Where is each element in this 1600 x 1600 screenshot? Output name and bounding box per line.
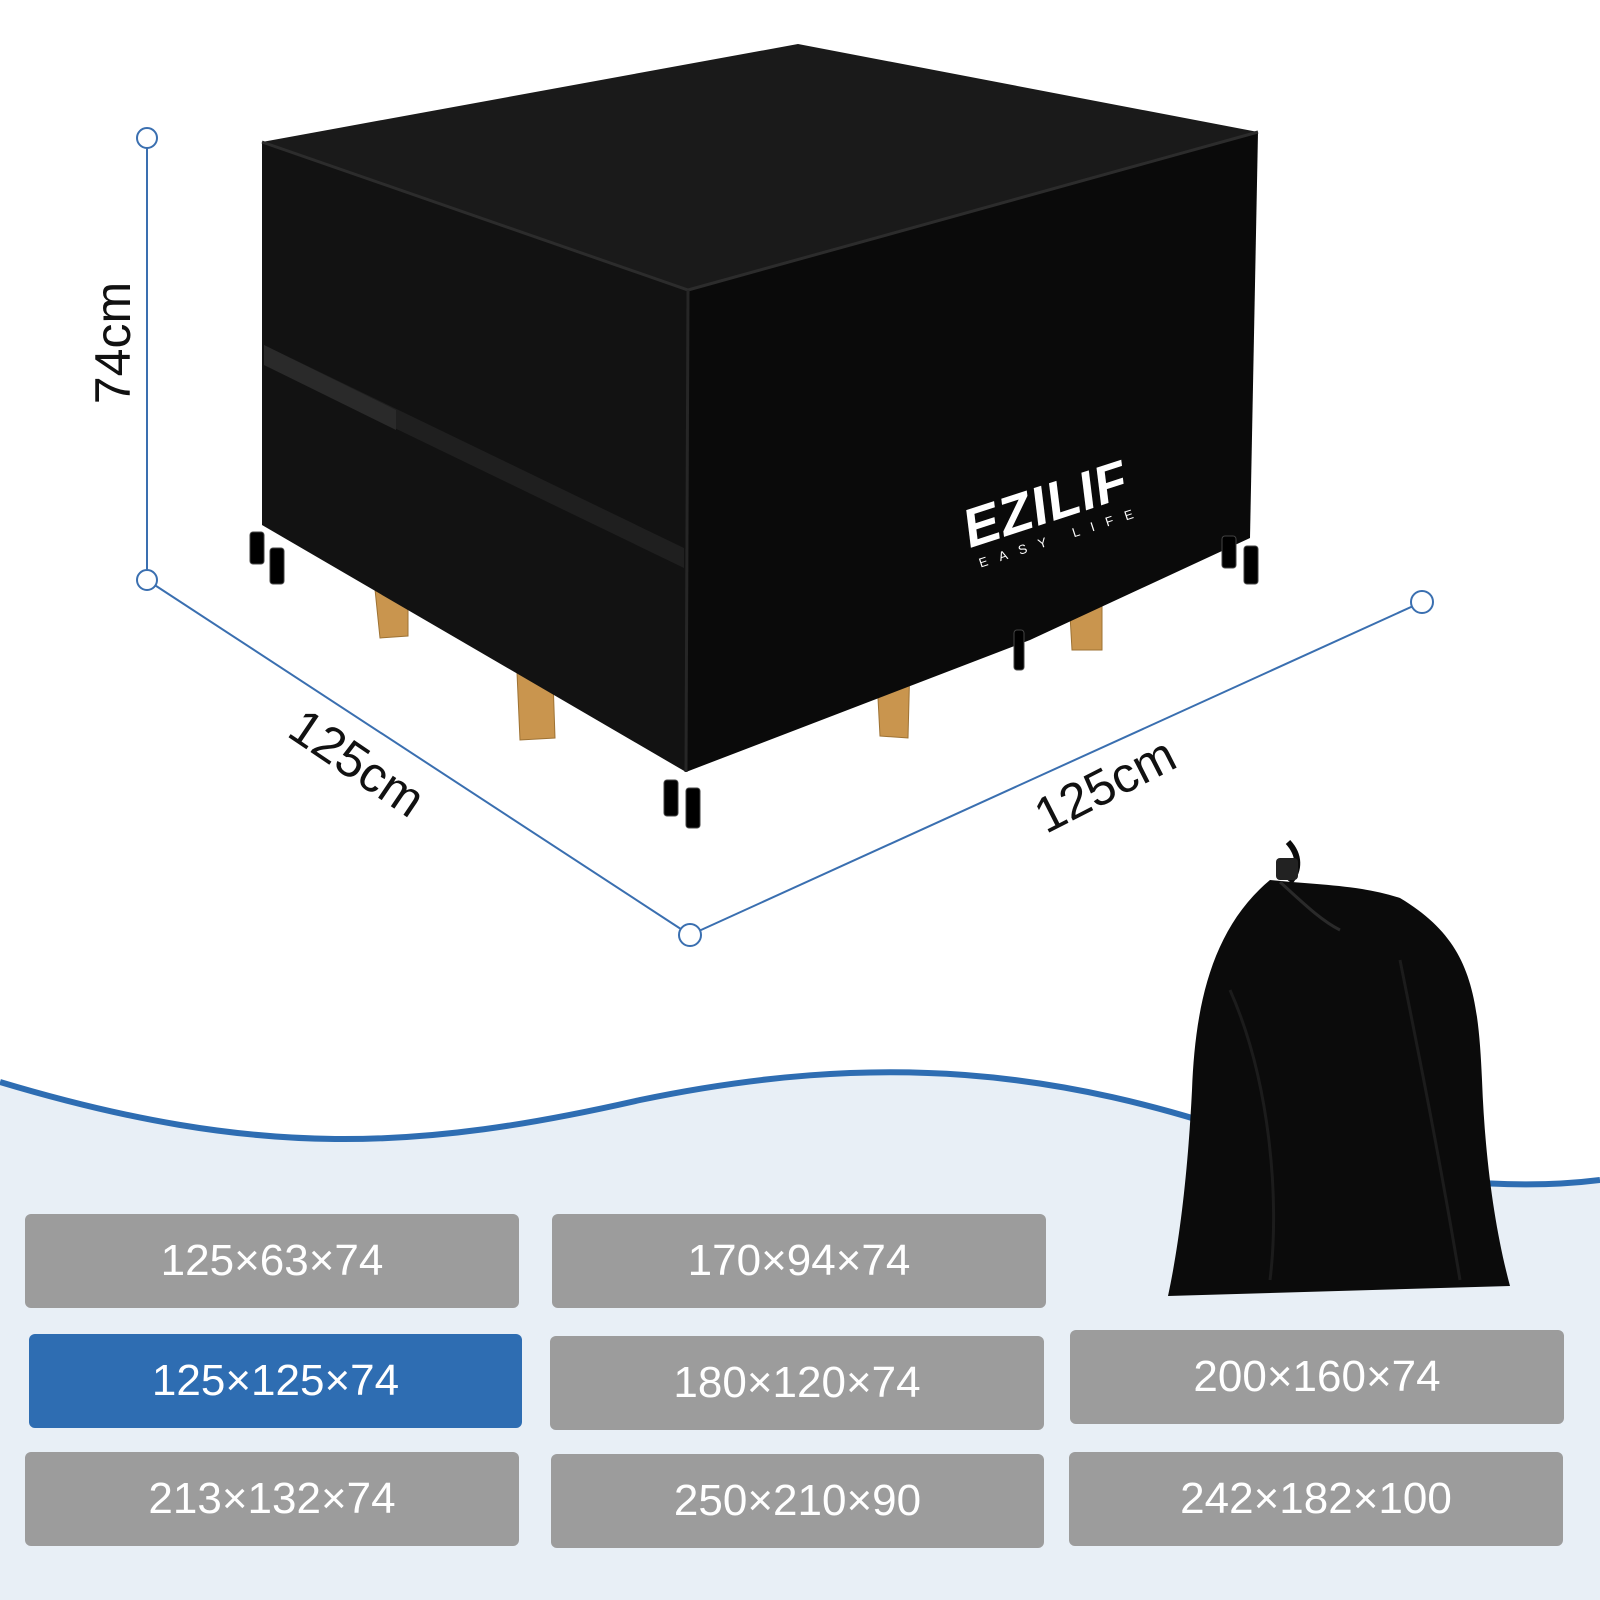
dimension-node-icon (678, 923, 702, 947)
storage-bag (1168, 839, 1510, 1296)
size-option-125x125x74[interactable]: 125×125×74 (29, 1334, 522, 1428)
drawstring-toggle-icon (1276, 858, 1298, 880)
furniture-cover (249, 44, 1259, 829)
dimension-lines (136, 127, 1434, 947)
cover-right-side (686, 132, 1258, 772)
dimension-node-icon (136, 127, 158, 149)
size-option-180x120x74[interactable]: 180×120×74 (550, 1336, 1044, 1430)
buckle-icon (249, 531, 1259, 829)
size-option-242x182x100[interactable]: 242×182×100 (1069, 1452, 1563, 1546)
height-dimension-label: 74cm (85, 281, 142, 405)
size-option-200x160x74[interactable]: 200×160×74 (1070, 1330, 1564, 1424)
size-option-250x210x90[interactable]: 250×210×90 (551, 1454, 1044, 1548)
size-option-125x63x74[interactable]: 125×63×74 (25, 1214, 519, 1308)
dimension-node-icon (136, 569, 158, 591)
size-option-170x94x74[interactable]: 170×94×74 (552, 1214, 1046, 1308)
dimension-node-icon (1410, 590, 1434, 614)
size-option-213x132x74[interactable]: 213×132×74 (25, 1452, 519, 1546)
